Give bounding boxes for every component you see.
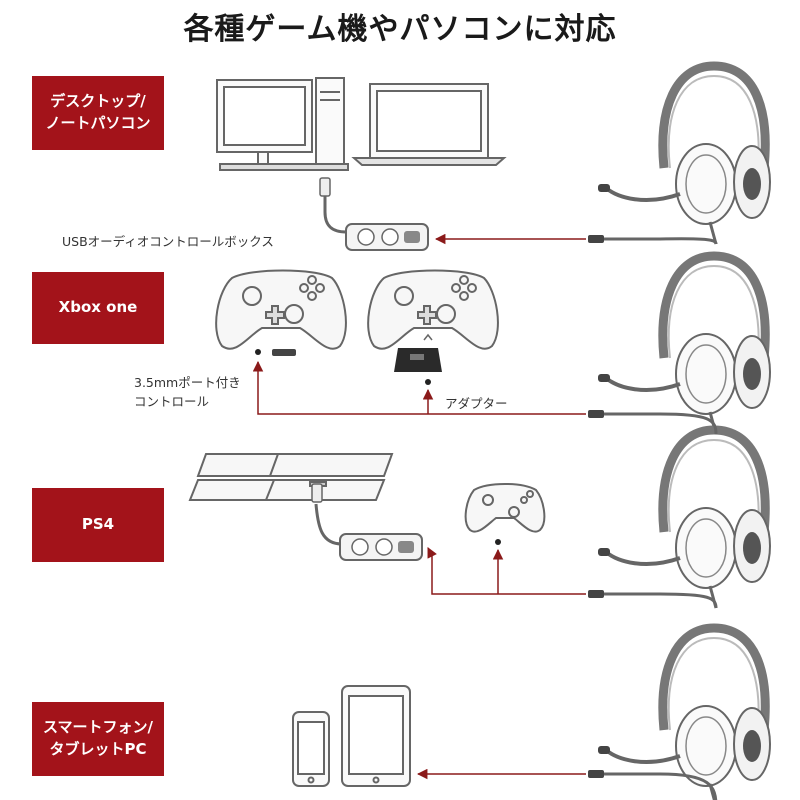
usb-plug-icon [311,483,323,503]
xbox-controller-icon [367,269,499,350]
usb-audio-box-label: USBオーディオコントロールボックス [62,234,274,249]
stereo-headset-adapter-icon [394,333,442,372]
badge-line: ノートパソコン [45,114,151,132]
headset-port-icon [425,379,431,385]
expansion-port-icon [272,349,296,356]
usb-audio-control-box-icon [339,533,423,561]
page-title: 各種ゲーム機やパソコンに対応 [183,12,617,47]
usb-audio-control-box-icon [345,223,429,251]
badge-line: デスクトップ/ [50,92,146,111]
headset-icon [598,256,770,434]
badge-smartphone-tablet: スマートフォン/ タブレットPC [32,702,164,776]
badge-line: タブレットPC [49,740,147,758]
laptop-icon [351,83,507,166]
ps4-controller-icon [464,483,546,533]
audio-jack-icon [588,770,604,778]
controller-port-label: 3.5mmポート付き コントロール [134,374,241,412]
badge-desktop-laptop: デスクトップ/ ノートパソコン [32,76,164,150]
badge-line: PS4 [81,515,115,534]
headset-icon [598,430,770,608]
audio-jack-icon [588,590,604,598]
badge-xbox-one: Xbox one [32,272,164,344]
adapter-label: アダプター [445,396,508,411]
label-line: 3.5mmポート付き [134,375,241,390]
audio-jack-icon [588,235,604,243]
ps4-console-icon [188,453,394,501]
desktop-pc-icon [216,77,349,171]
badge-line: スマートフォン/ [42,718,154,737]
audio-jack-icon [588,410,604,418]
smartphone-icon [292,711,330,787]
badge-ps4: PS4 [32,488,164,562]
tablet-icon [341,685,411,787]
xbox-controller-icon [215,269,347,350]
badge-line: Xbox one [58,298,138,317]
headset-port-icon [255,349,261,355]
usb-plug-icon [319,177,331,197]
headset-port-icon [495,539,501,545]
label-line: コントロール [134,393,210,409]
headset-icon [598,66,770,244]
